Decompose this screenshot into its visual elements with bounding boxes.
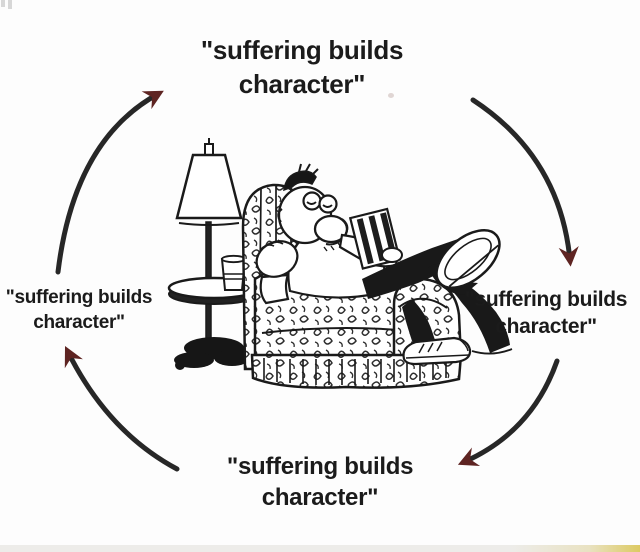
- bottom-edge-strip: [0, 545, 640, 552]
- glasses-icon: [302, 191, 322, 211]
- floor-lamp-icon: [175, 138, 243, 353]
- lounging-man-illustration: [167, 138, 513, 389]
- label-line: character": [261, 484, 379, 511]
- cycle-label-top: "suffering builds character": [142, 33, 462, 101]
- arrow-left-to-top-icon: [55, 90, 164, 275]
- water-glass-icon: [220, 254, 247, 291]
- cycle-label-bottom: "suffering builds character": [160, 451, 480, 513]
- lamp-base-slippers-icon: [174, 337, 254, 370]
- scan-artifact-mark: [1, 0, 5, 7]
- label-line: character": [495, 315, 597, 338]
- floor-line: [471, 348, 513, 355]
- sneaker-icon: [402, 336, 472, 366]
- label-line: character": [33, 312, 125, 333]
- cycle-label-right: "suffering builds character": [450, 286, 640, 340]
- label-line: "suffering builds: [226, 453, 414, 480]
- scan-artifact-mark: [8, 0, 12, 9]
- cycle-label-left: "suffering builds character": [0, 285, 160, 335]
- label-line: character": [238, 69, 366, 99]
- label-line: "suffering builds: [464, 288, 628, 311]
- raised-shoe-icon: [435, 229, 501, 289]
- label-line: "suffering builds: [200, 35, 404, 65]
- label-line: "suffering builds: [5, 287, 153, 308]
- lounging-man-figure: [255, 163, 513, 366]
- arrow-bottom-to-left-icon: [64, 346, 180, 472]
- arrow-top-to-right-icon: [470, 97, 579, 267]
- scan-speck: [388, 93, 394, 98]
- arrow-right-to-bottom-icon: [457, 358, 560, 466]
